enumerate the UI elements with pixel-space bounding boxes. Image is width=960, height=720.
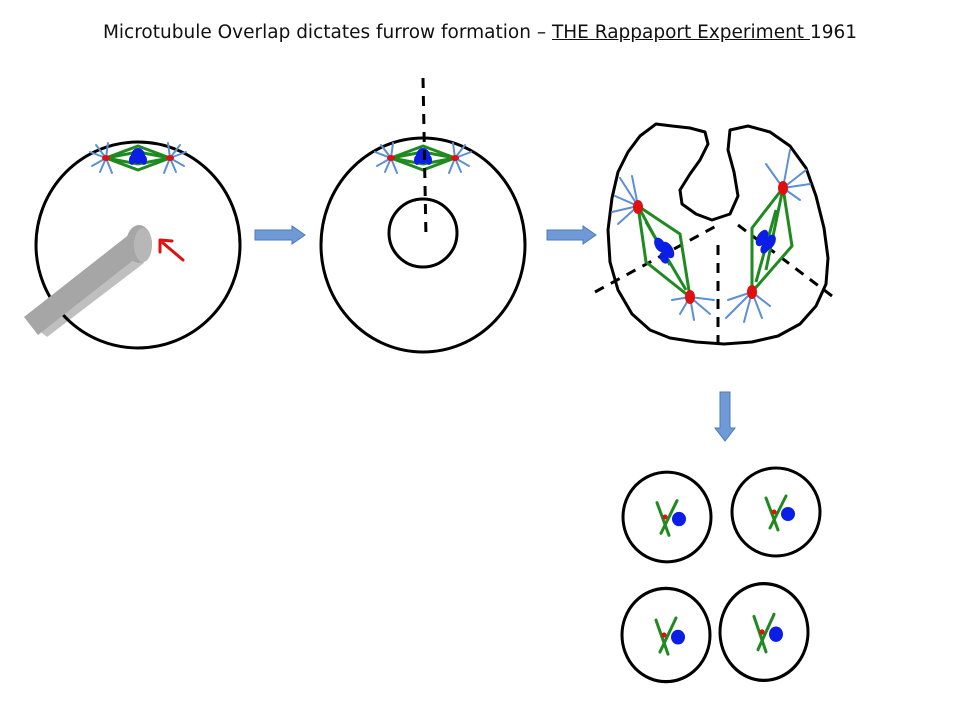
spindle-left [611,175,715,321]
cell-3-horseshoe [594,122,833,346]
slide-title: Microtubule Overlap dictates furrow form… [0,22,960,43]
title-year: 1961 [809,22,858,43]
daughter-cell-1 [621,470,713,564]
daughter-cell-3 [620,586,712,684]
daughter-cell-2 [730,466,822,558]
horseshoe-outline [606,122,830,346]
spindle-right [725,149,811,323]
hole-ring [387,197,459,269]
red-arrow-icon [158,238,185,262]
daughter-cell-4 [718,581,810,683]
flow-arrow-icon [254,225,306,245]
title-main: Microtubule Overlap dictates furrow form… [102,22,552,43]
title-underlined: THE Rappaport Experiment [551,22,810,43]
daughter-cells [620,466,822,684]
glass-needle-icon [24,225,152,337]
cell-1-with-needle [24,140,242,350]
cleavage-line [421,77,428,239]
cell-2-torus [319,77,527,354]
flow-arrow-icon [546,225,597,245]
flow-arrow-icon [713,391,737,442]
